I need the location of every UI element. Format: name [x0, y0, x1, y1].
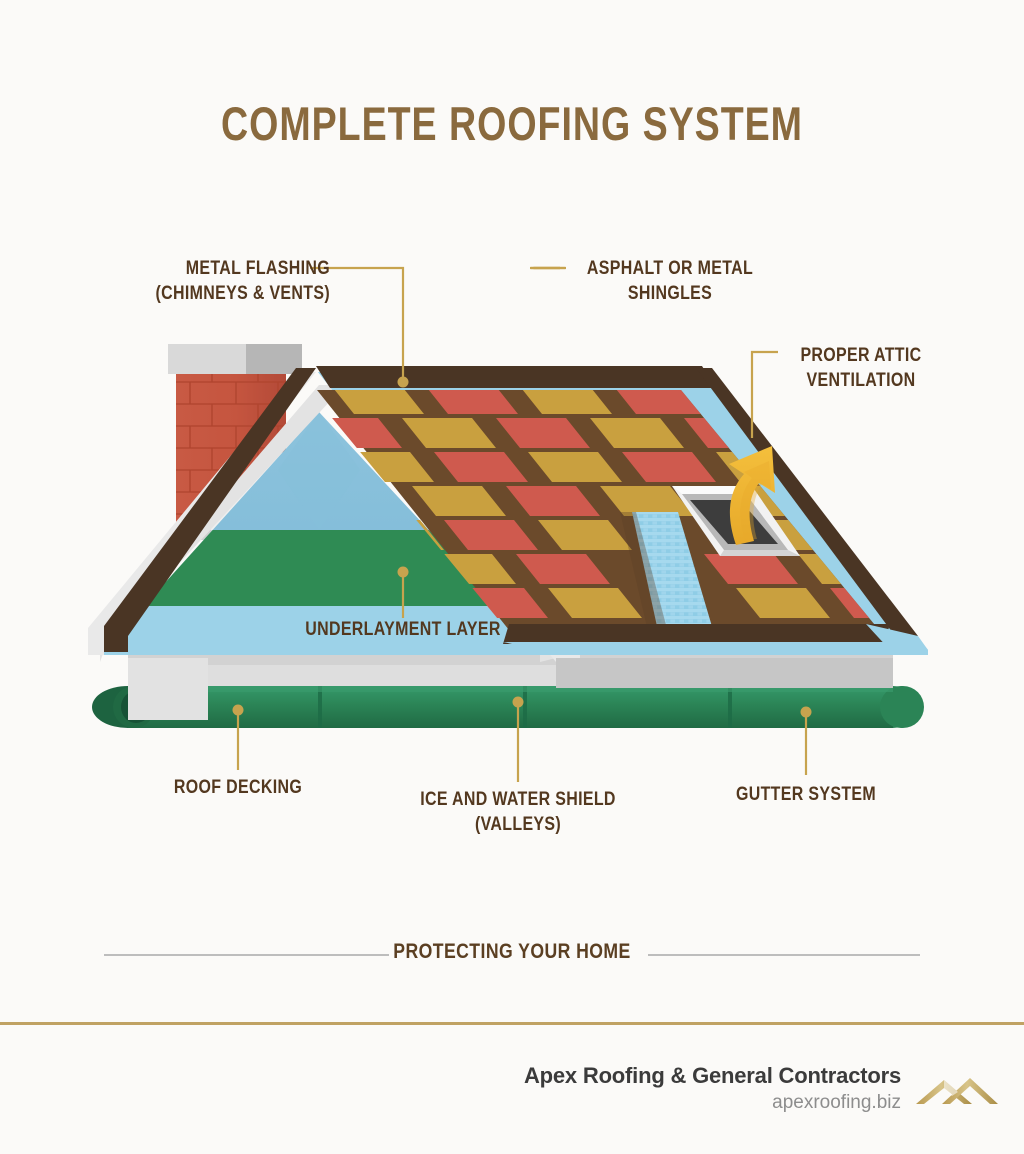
- callout-attic-ventilation: PROPER ATTIC VENTILATION: [756, 343, 966, 393]
- callout-roof-decking: ROOF DECKING: [137, 775, 339, 800]
- callout-ice-water-shield: ICE AND WATER SHIELD (VALLEYS): [417, 787, 619, 837]
- company-website[interactable]: apexroofing.biz: [772, 1092, 901, 1113]
- gutter-system: [92, 686, 924, 728]
- callout-shingles-line1: ASPHALT OR METAL: [586, 258, 754, 279]
- roof-peaks-logo-icon: [916, 1078, 998, 1104]
- callout-gutter-system: GUTTER SYSTEM: [705, 782, 907, 807]
- callout-metal-flashing-line2: (CHIMNEYS & VENTS): [155, 283, 330, 304]
- callout-ice-water-shield-line1: ICE AND WATER SHIELD: [420, 789, 616, 810]
- ventilation-arrow: [729, 446, 775, 545]
- page-title: COMPLETE ROOFING SYSTEM: [221, 97, 803, 150]
- callout-attic-ventilation-line2: VENTILATION: [806, 370, 916, 391]
- eave-underlayment-strip: [503, 624, 928, 655]
- tagline-text: PROTECTING YOUR HOME: [393, 940, 631, 963]
- callout-shingles: ASPHALT OR METAL SHINGLES: [552, 256, 787, 306]
- callout-underlayment-line1: UNDERLAYMENT LAYER: [305, 619, 501, 640]
- tagline-section: PROTECTING YOUR HOME: [0, 940, 1024, 970]
- tagline-rule-right: [648, 954, 920, 956]
- gable-trim-left: [88, 368, 345, 662]
- company-name: Apex Roofing & General Contractors: [523, 1063, 901, 1088]
- callout-underlayment: UNDERLAYMENT LAYER: [298, 617, 508, 642]
- callout-roof-decking-line1: ROOF DECKING: [173, 777, 303, 798]
- callout-ice-water-shield-line2: (VALLEYS): [474, 814, 562, 835]
- eave-soffit-band: [128, 658, 893, 720]
- footer-divider: [0, 1022, 1024, 1025]
- callout-attic-ventilation-line1: PROPER ATTIC: [800, 345, 922, 366]
- callout-metal-flashing-line1: METAL FLASHING: [185, 258, 330, 279]
- callout-shingles-line2: SHINGLES: [627, 283, 713, 304]
- callout-gutter-system-line1: GUTTER SYSTEM: [735, 784, 877, 805]
- tagline-rule-left: [104, 954, 389, 956]
- callout-metal-flashing: METAL FLASHING (CHIMNEYS & VENTS): [36, 256, 330, 306]
